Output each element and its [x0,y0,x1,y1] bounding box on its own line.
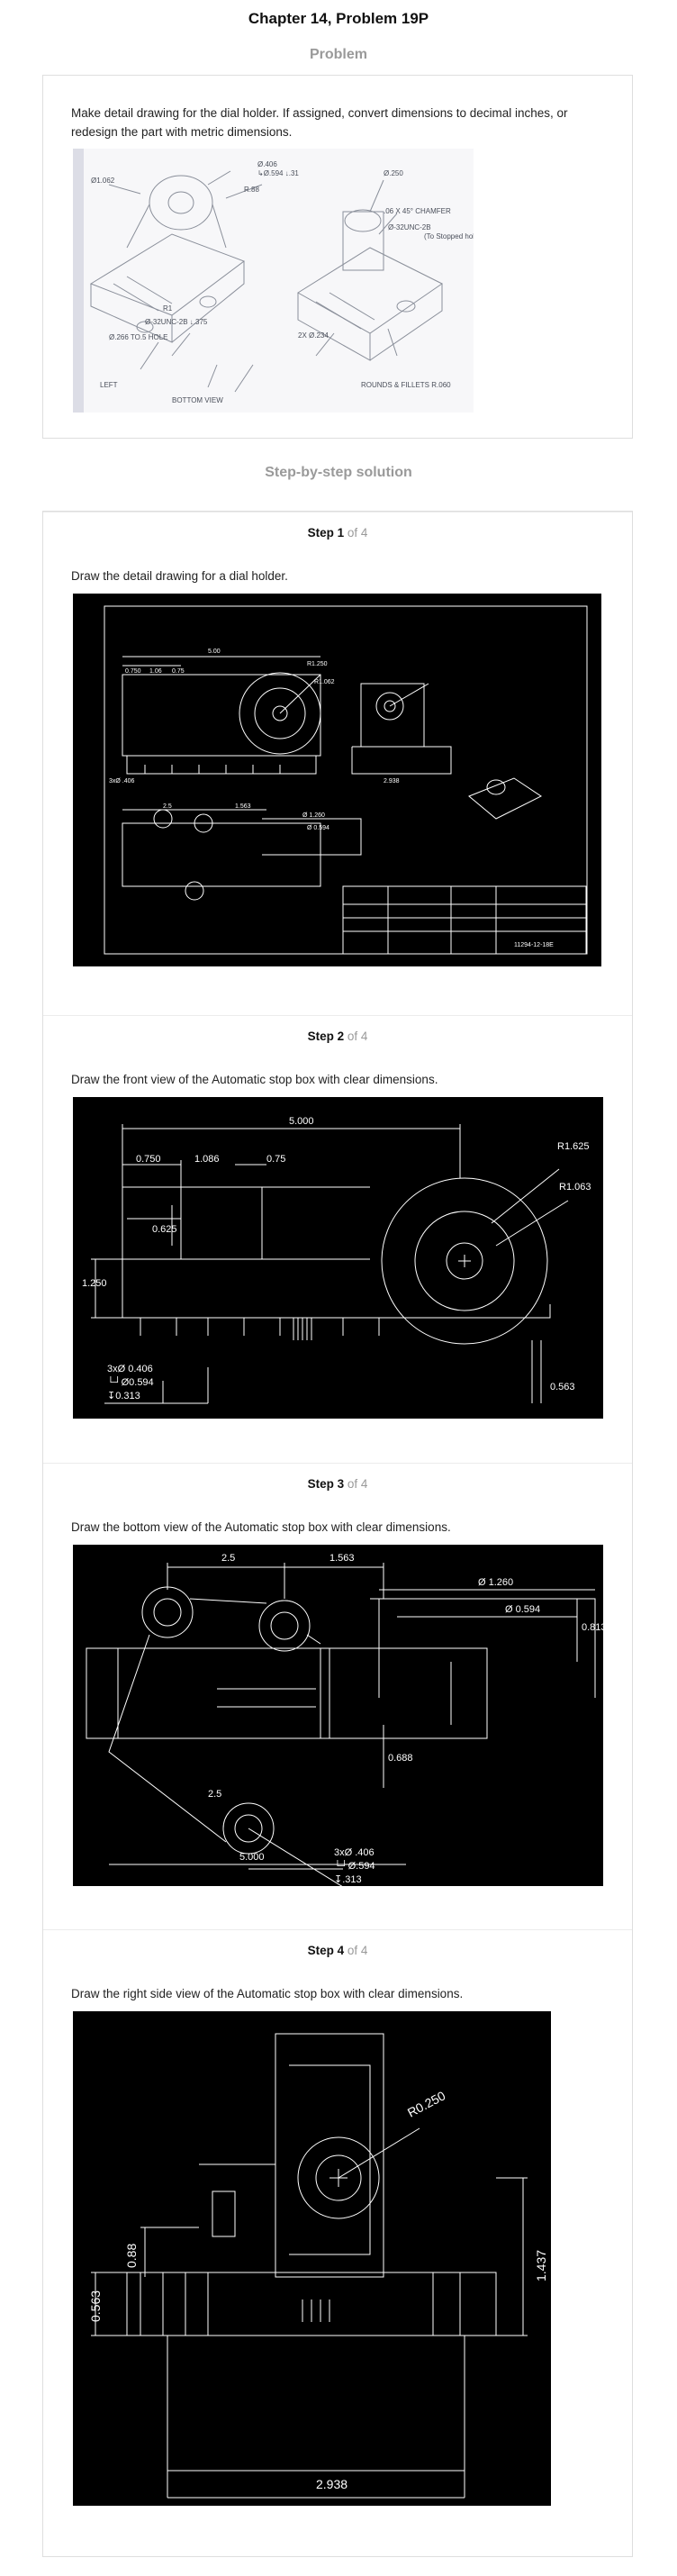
sketch-label: Ø-32UNC-2B ↓.375 [145,318,208,326]
dim-label: 0.813 [582,1622,603,1633]
problem-heading: Problem [309,47,367,62]
dim-label: 0.688 [388,1753,413,1764]
step-number: Step 2 [307,1029,345,1043]
dim-label: 1.563 [235,803,251,810]
dim-label: 0.75 [172,668,185,675]
step-of: of 4 [347,1029,368,1043]
step-4-title: Step 4 of 4 [43,1944,632,1957]
solution-heading: Step-by-step solution [265,465,412,480]
sketch-label: ↳Ø.594 ↓.31 [257,169,299,177]
dim-label: 1.086 [194,1154,220,1165]
sketch-label: ROUNDS & FILLETS R.060 [361,381,451,389]
dim-label: 3xØ .406 [334,1847,375,1858]
step-number: Step 3 [307,1477,345,1491]
dim-label: R1.063 [559,1182,591,1193]
step-1-drawing: 5.00 0.750 1.06 0.75 R1.250 R1.062 2.5 1… [73,594,601,966]
dim-label: 5.000 [239,1852,265,1863]
dim-label: 0.563 [88,2290,103,2322]
step-2-drawing: 5.000 0.750 1.086 0.75 R1.625 R1.063 1.2… [73,1097,603,1419]
step-2-text: Draw the front view of the Automatic sto… [71,1073,438,1086]
step-2-title: Step 2 of 4 [43,1029,632,1043]
page-title: Chapter 14, Problem 19P [248,10,429,27]
problem-card: Make detail drawing for the dial holder.… [42,75,633,439]
dial-holder-sketch: Ø.406 ↳Ø.594 ↓.31 R.88 Ø1.062 Ø.250 .06 … [73,149,481,413]
sketch-label: (To Stopped hole) [424,232,474,240]
step-3-title: Step 3 of 4 [43,1477,632,1491]
dim-label: 0.75 [266,1154,285,1165]
problem-image: Ø.406 ↳Ø.594 ↓.31 R.88 Ø1.062 Ø.250 .06 … [73,149,481,413]
step-number: Step 1 [307,526,345,540]
sketch-label: Ø1.062 [91,177,115,185]
dim-label: 2.5 [208,1789,221,1800]
dim-label: R1.250 [307,661,328,667]
dim-label: 5.000 [289,1116,314,1127]
dim-label: R1.062 [314,679,335,685]
dim-label: ↧0.313 [107,1391,140,1401]
dim-label: └┘Ø0.594 [107,1375,154,1388]
dim-label: └┘Ø.594 [334,1859,375,1872]
step-2-card: Step 2 of 4 Draw the front view of the A… [42,1015,633,1463]
dim-label: 3xØ 0.406 [107,1364,153,1374]
dim-label: Ø 1.260 [302,812,325,819]
sketch-label: R.88 [244,186,259,194]
dim-label: 2.938 [316,2477,348,2491]
dim-label: 3xØ .406 [109,778,135,785]
step-of: of 4 [347,1477,368,1491]
step-of: of 4 [347,1944,368,1957]
sketch-label: Ø.250 [384,169,403,177]
sketch-label: Ø-32UNC-2B [388,223,431,231]
sketch-label: 2X Ø.234 [298,331,329,340]
dim-label: Ø 0.594 [307,825,329,831]
sketch-label: Ø.406 [257,160,277,168]
dim-label: 0.750 [125,668,141,675]
dim-label: ↧.313 [334,1874,362,1885]
dim-label: 0.563 [550,1382,575,1392]
dim-label: 0.88 [124,2244,139,2268]
dim-label: Ø 0.594 [505,1604,540,1615]
dim-label: 1.437 [534,2250,548,2281]
dim-label: 0.750 [136,1154,161,1165]
dim-label: 1.06 [149,668,162,675]
step-1-title: Step 1 of 4 [43,526,632,540]
dim-label: R0.250 [405,2088,448,2119]
sketch-label: R1 [163,304,173,313]
step-4-drawing: R0.250 0.88 1.437 0.563 2.938 [73,2011,551,2506]
step-3-drawing: 2.5 1.563 Ø 1.260 Ø 0.594 0.813 2.5 0.68… [73,1545,603,1886]
step-4-card: Step 4 of 4 Draw the right side view of … [42,1929,633,2557]
dim-label: 5.00 [208,649,221,655]
sketch-label: Ø.266 TO.5 HOLE [109,333,168,341]
sketch-label: .06 X 45° CHAMFER [384,207,451,215]
dim-label: Ø 1.260 [478,1577,513,1588]
step-of: of 4 [347,526,368,540]
dim-label: 2.938 [384,778,400,785]
dim-label: R1.625 [557,1141,589,1152]
part-number: 11294-12-18E [514,942,554,948]
step-4-text: Draw the right side view of the Automati… [71,1987,464,2000]
step-1-card: Step 1 of 4 Draw the detail drawing for … [42,511,633,1015]
step-3-text: Draw the bottom view of the Automatic st… [71,1520,451,1534]
dim-label: 0.625 [152,1224,177,1235]
sketch-label: BOTTOM VIEW [172,396,223,404]
problem-text: Make detail drawing for the dial holder.… [71,106,568,139]
dim-label: 2.5 [221,1553,235,1564]
dim-label: 1.563 [329,1553,355,1564]
step-1-text: Draw the detail drawing for a dial holde… [71,569,288,583]
dim-label: 2.5 [163,803,172,810]
step-3-card: Step 3 of 4 Draw the bottom view of the … [42,1463,633,1929]
dim-label: 1.250 [82,1278,107,1289]
sketch-label: LEFT [100,381,118,389]
step-number: Step 4 [307,1944,345,1957]
